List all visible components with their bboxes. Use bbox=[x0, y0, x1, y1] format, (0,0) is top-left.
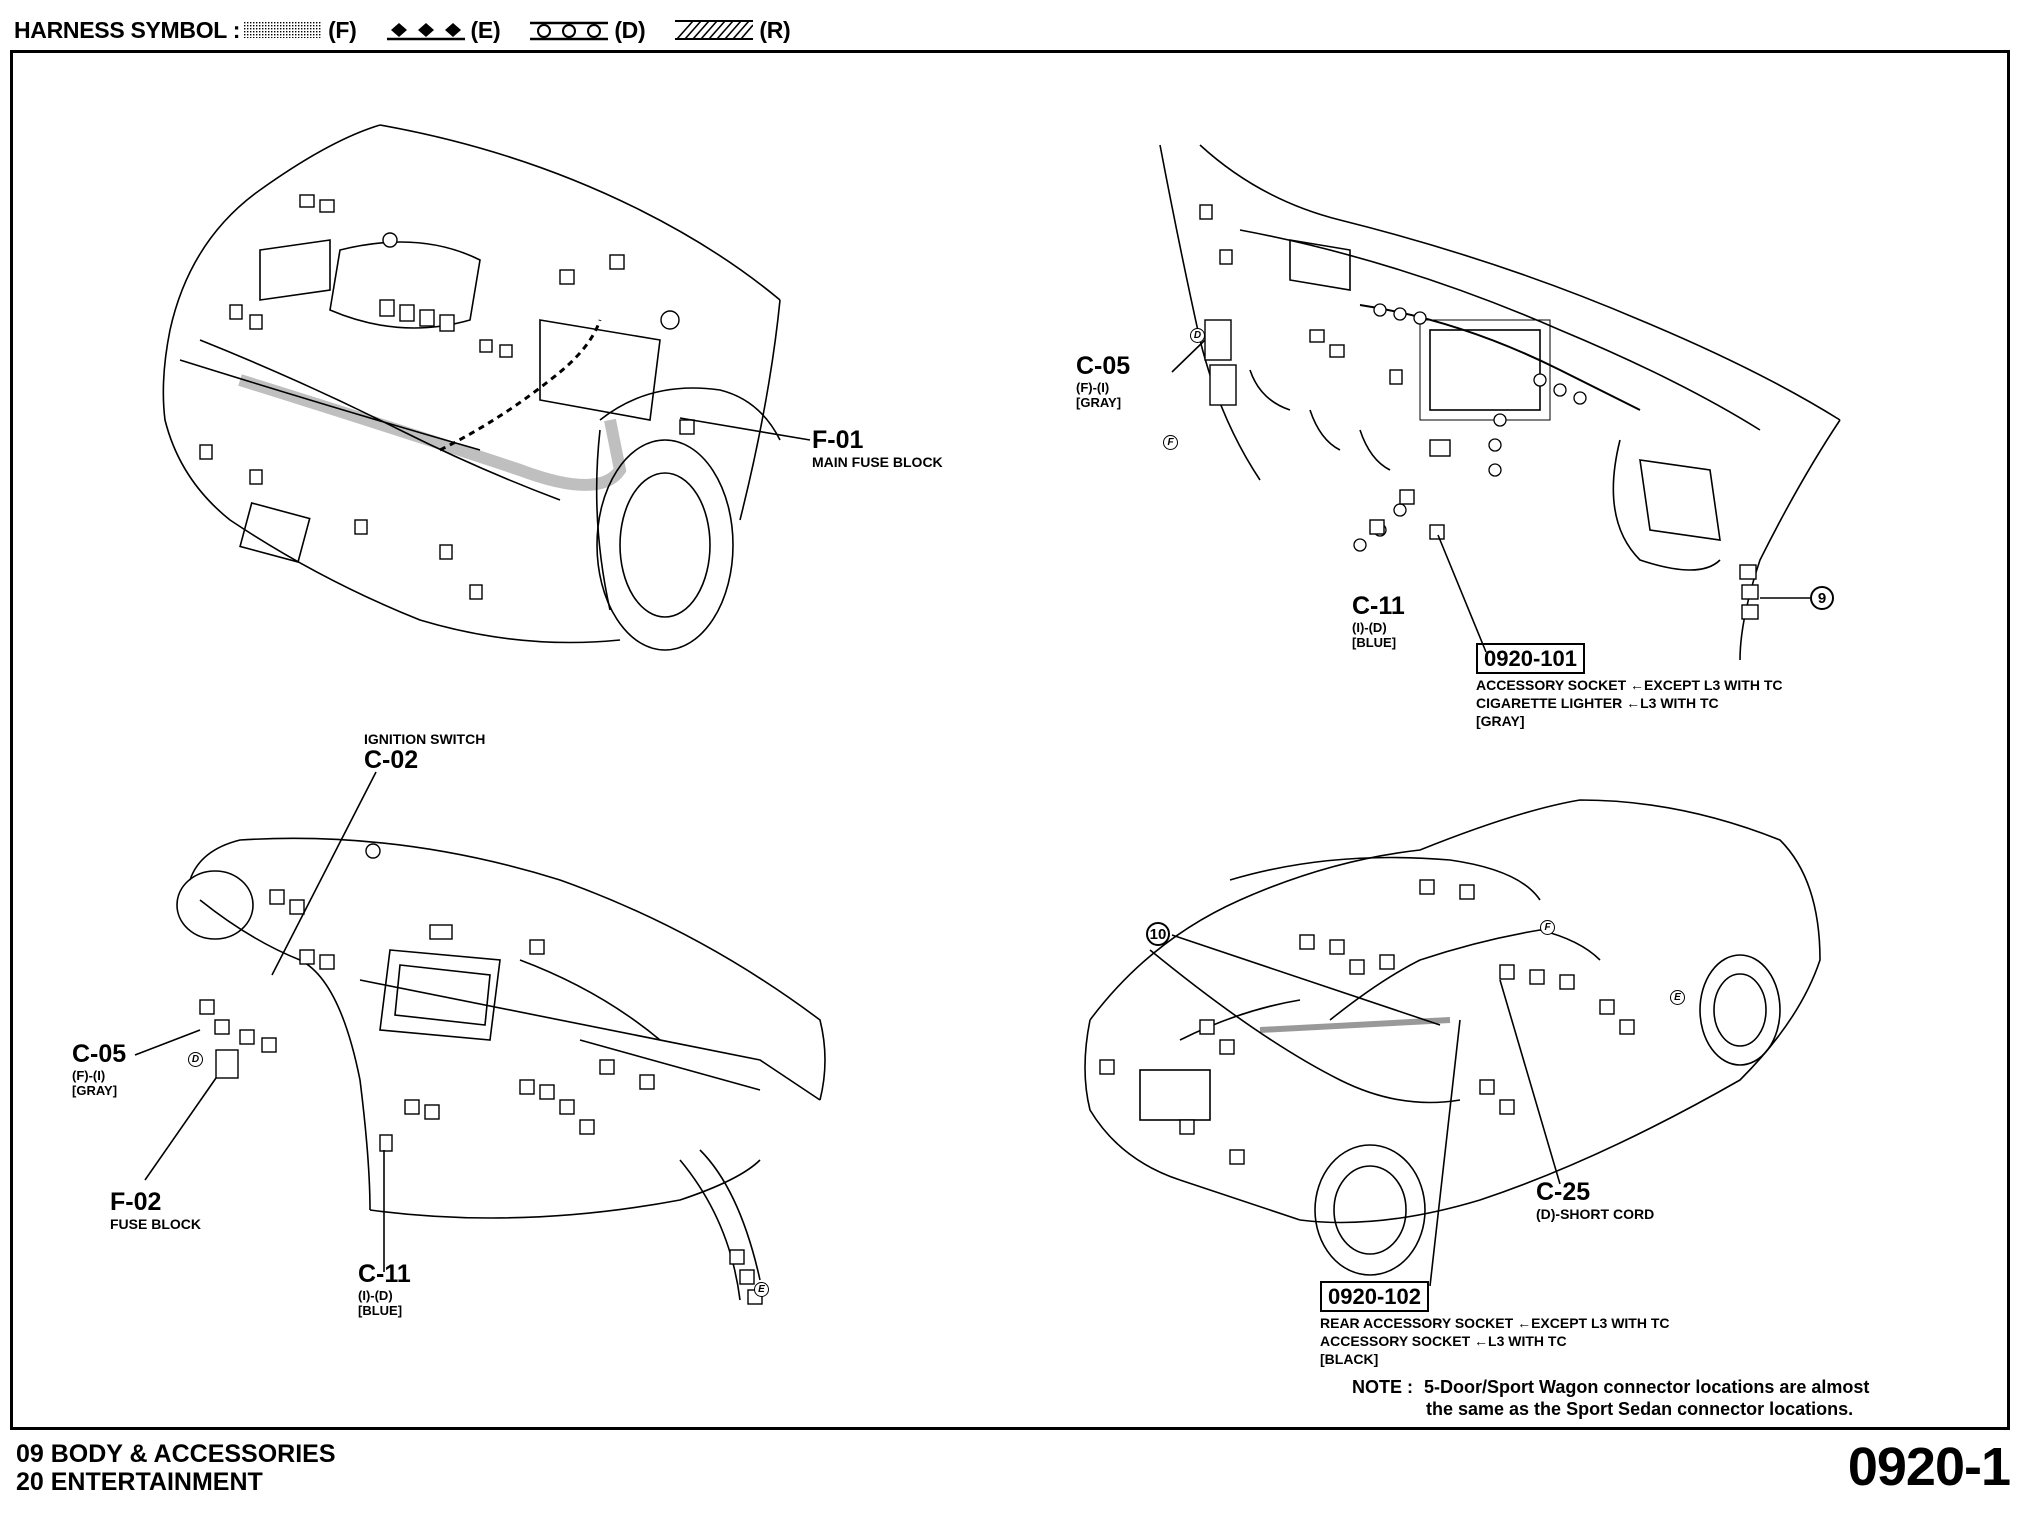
legend-item-r: (R) bbox=[671, 17, 791, 44]
f-marker: F bbox=[1540, 920, 1555, 935]
engine-bay-illustration bbox=[162, 124, 781, 651]
harness-symbol-legend: HARNESS SYMBOL : (F) (E) (D) bbox=[14, 10, 816, 50]
callout-c05-top: C-05 (F)-(I) [GRAY] bbox=[1076, 352, 1131, 410]
callout-c11-bottom: C-11 (I)-(D) [BLUE] bbox=[358, 1260, 411, 1318]
reference-circle-9: 9 bbox=[1810, 586, 1834, 610]
diagram-frame bbox=[10, 50, 2010, 1430]
legend-title: HARNESS SYMBOL : bbox=[14, 16, 241, 43]
sedan-rear-illustration bbox=[1084, 799, 1821, 1276]
footnote: NOTE : 5-Door/Sport Wagon connector loca… bbox=[1352, 1377, 1870, 1419]
hatched-band-icon bbox=[675, 20, 754, 40]
circle-band-icon bbox=[530, 21, 609, 41]
ref-0920-101[interactable]: 0920-101 ACCESSORY SOCKET ←EXCEPT L3 WIT… bbox=[1476, 643, 1782, 728]
instrument-panel-illustration bbox=[176, 837, 826, 1301]
callout-c11-top: C-11 (I)-(D) [BLUE] bbox=[1352, 592, 1405, 650]
callout-f02: F-02 FUSE BLOCK bbox=[110, 1188, 201, 1232]
dotted-harness-f bbox=[238, 374, 627, 491]
callout-c05-bottom: C-05 (F)-(I) [GRAY] bbox=[72, 1040, 127, 1098]
dashboard-side-illustration bbox=[1159, 144, 1841, 661]
f-marker: F bbox=[1163, 435, 1178, 450]
legend-item-f: (F) bbox=[240, 17, 357, 44]
legend-item-d: (D) bbox=[526, 17, 646, 44]
panel-connectors bbox=[199, 843, 763, 1305]
d-marker: D bbox=[1190, 328, 1205, 343]
callout-f01: F-01 MAIN FUSE BLOCK bbox=[812, 426, 943, 470]
legend-item-e: (E) bbox=[383, 17, 501, 44]
diamond-harness-e bbox=[439, 319, 602, 452]
leader-lines bbox=[134, 339, 1810, 1287]
circle-harness-d bbox=[1359, 304, 1641, 411]
section-footer: 09 BODY & ACCESSORIES 20 ENTERTAINMENT bbox=[16, 1440, 336, 1496]
e-marker: E bbox=[1670, 990, 1685, 1005]
callout-c02: IGNITION SWITCH C-02 bbox=[364, 731, 486, 774]
engine-connectors bbox=[199, 194, 695, 600]
diamond-band-icon bbox=[386, 23, 465, 41]
e-marker: E bbox=[754, 1282, 769, 1297]
callout-c25: C-25 (D)-SHORT CORD bbox=[1536, 1178, 1655, 1222]
hatched-harness-r bbox=[1259, 1017, 1451, 1033]
page-number: 0920-1 bbox=[1847, 1437, 2011, 1497]
sedan-connectors bbox=[1099, 879, 1635, 1165]
d-marker: D bbox=[188, 1052, 203, 1067]
dotted-band-icon bbox=[244, 22, 323, 38]
dash-connectors bbox=[1199, 204, 1759, 620]
dash-circle-markers bbox=[1353, 303, 1587, 552]
ref-0920-102[interactable]: 0920-102 REAR ACCESSORY SOCKET ←EXCEPT L… bbox=[1320, 1281, 1670, 1366]
reference-circle-10: 10 bbox=[1146, 922, 1170, 946]
